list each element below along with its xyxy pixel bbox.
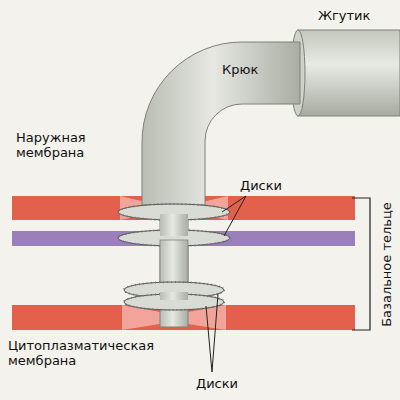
flagellum-filament [298, 30, 400, 116]
leader-line [222, 196, 246, 236]
rod [160, 214, 188, 236]
leader-line [206, 294, 218, 372]
part-label: Крюк [222, 62, 258, 77]
rod [160, 292, 188, 300]
part-label: Цитоплазматическая мембрана [8, 338, 176, 368]
rod [160, 240, 188, 288]
part-label: Диски [196, 376, 238, 391]
part-label: Диски [240, 178, 282, 193]
bracket-label: Базальное тельце [379, 189, 394, 339]
hook [142, 42, 300, 205]
part-label: Наружная мембрана [16, 130, 108, 160]
part-label: Жгутик [318, 8, 370, 23]
bracket [352, 198, 370, 330]
